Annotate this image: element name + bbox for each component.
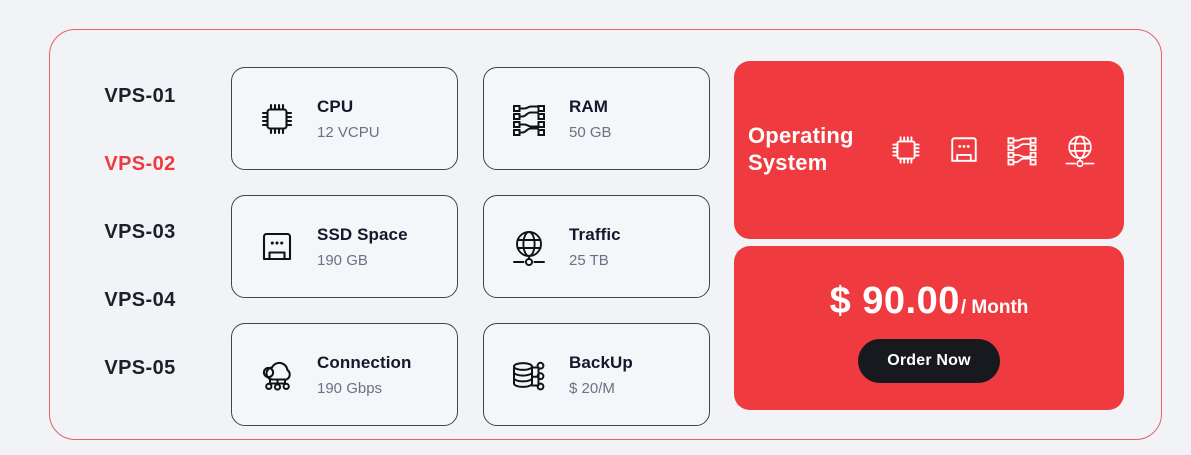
price-row: $ 90.00 / Month [830,280,1029,323]
spec-title: BackUp [569,352,633,372]
operating-system-panel: Operating System [734,61,1124,239]
spec-card-ssd-space[interactable]: SSD Space 190 GB [231,195,458,298]
spec-text-cpu: CPU 12 VCPU [317,97,380,141]
spec-card-connection[interactable]: Connection 190 Gbps [231,323,458,426]
plan-item-vps-03[interactable]: VPS-03 [104,221,176,243]
ssd-drive-icon[interactable] [945,131,983,169]
ram-circuit-icon [506,96,552,142]
spec-text-ssd-space: SSD Space 190 GB [317,225,408,269]
os-title-line2: System [748,150,828,175]
spec-card-grid: CPU 12 VCPU [231,67,723,426]
order-now-button[interactable]: Order Now [858,338,1000,383]
spec-value: $ 20/M [569,379,615,397]
spec-value: 190 GB [317,251,368,269]
spec-text-backup: BackUp $ 20/M [569,353,633,397]
plan-item-vps-04[interactable]: VPS-04 [104,289,176,311]
ram-circuit-icon[interactable] [1003,131,1041,169]
database-icon [506,352,552,398]
plan-item-vps-02[interactable]: VPS-02 [104,153,176,175]
spec-value: 25 TB [569,251,609,269]
cpu-chip-icon[interactable] [887,131,925,169]
spec-card-backup[interactable]: BackUp $ 20/M [483,323,710,426]
pricing-card-frame: VPS-01 VPS-02 VPS-03 VPS-04 VPS-05 CPU 1… [49,29,1162,440]
globe-icon[interactable] [1061,131,1099,169]
spec-title: Connection [317,352,412,372]
operating-system-title: Operating System [748,123,881,177]
price-amount: $ 90.00 [829,279,960,322]
spec-text-ram: RAM 50 GB [569,97,612,141]
spec-text-connection: Connection 190 Gbps [317,353,412,397]
operating-system-icon-row [887,131,1099,169]
spec-value: 190 Gbps [317,379,383,397]
spec-title: SSD Space [317,224,408,244]
spec-value: 12 VCPU [317,123,380,141]
spec-card-cpu[interactable]: CPU 12 VCPU [231,67,458,170]
plan-selector-list: VPS-01 VPS-02 VPS-03 VPS-04 VPS-05 [50,62,230,402]
plan-item-vps-05[interactable]: VPS-05 [104,357,176,379]
spec-card-traffic[interactable]: Traffic 25 TB [483,195,710,298]
spec-value: 50 GB [569,123,612,141]
os-title-line1: Operating [748,123,854,149]
price-panel: $ 90.00 / Month Order Now [734,246,1124,410]
plan-item-vps-01[interactable]: VPS-01 [104,85,176,107]
spec-title: RAM [569,96,609,116]
price-period: / Month [960,296,1029,318]
globe-icon [506,224,552,270]
cpu-chip-icon [254,96,300,142]
spec-title: CPU [317,96,354,116]
ssd-drive-icon [254,224,300,270]
cloud-network-icon [254,352,300,398]
spec-title: Traffic [569,224,621,244]
spec-text-traffic: Traffic 25 TB [569,225,621,269]
spec-card-ram[interactable]: RAM 50 GB [483,67,710,170]
